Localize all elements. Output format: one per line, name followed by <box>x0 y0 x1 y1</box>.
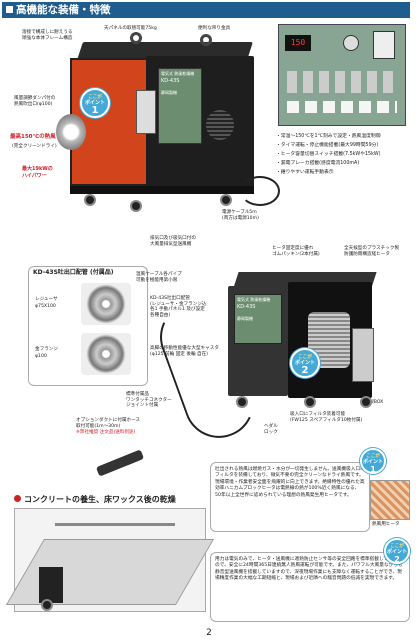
eyebolt-icon <box>130 32 142 44</box>
label-temp: 最高150℃の熱風 <box>10 134 56 140</box>
breaker-switch <box>373 31 395 59</box>
label-lock: ヘダル ロック <box>264 424 278 435</box>
label-hose: 温風ケーブル各パイプ 可動を極能用第小限 <box>136 272 182 283</box>
machine-label-plate-2: 電気式 熱風乾燥機 KD-43S 静岡製機 <box>234 294 282 344</box>
label-motor: ヒータ固定度に優れ ゴムパッキン(2本付属) <box>272 246 320 257</box>
circle-bullet-icon <box>14 495 21 502</box>
caster-wheel-icon <box>84 194 96 206</box>
label-frame: 溶接で構成しに耐えうる 頑強な本体フレーム構造 <box>22 30 73 41</box>
indicator-row <box>287 101 397 113</box>
label-power-sub: ハイパワー <box>22 173 47 179</box>
machine-label-plate: 電気式 熱風乾燥機 KD-43S 静岡製機 <box>158 68 202 144</box>
reducer-label: レジューサ <box>35 297 58 302</box>
caster-wheel-icon <box>220 194 232 206</box>
sus-box <box>352 328 374 382</box>
usage-illustration <box>5 508 215 612</box>
outlet-accessory-box: KD-43S吐出口配管 (付属品) レジューサ φ75X100 金フランジ φ1… <box>28 266 148 386</box>
point-badge-1: ここが ポイント 1 <box>80 88 110 118</box>
top-machine-illustration: 電気式 熱風乾燥機 KD-43S 静岡製機 <box>56 32 280 217</box>
flange-size: φ100 <box>35 354 47 359</box>
section-title: 高機能な装備・特徴 <box>16 4 111 16</box>
point2-description: 用力は電気のみで、ヒータ・送風機に適熱防止センサ等の安全回路を標準搭載しています… <box>210 552 410 622</box>
switch-row <box>287 71 397 93</box>
power-cord <box>240 176 280 206</box>
caster-wheel-icon <box>236 396 248 408</box>
feature-list: ・常温〜150℃を1℃刻みで設定・熱風温度制御 ・タイマ運転・停止機能搭載(最大… <box>276 132 412 177</box>
label-option: オプションダクトに付属ホース 取付可能(1m〜30m) <box>76 418 141 429</box>
heater-caption: 熱風用ヒータ <box>372 522 400 527</box>
point-badge-1b: ここが ポイント 1 <box>360 448 386 474</box>
reducer-photo <box>81 283 131 325</box>
label-temp-sub: (完全クリーンドライ) <box>12 144 57 149</box>
feature-item: ・タイマ運転・停止機能搭載(最大99時間59分) <box>276 143 379 148</box>
caster-wheel-icon <box>360 396 372 408</box>
label-caster: 高脚の移動性能優な大型キャスタ (φ125 前輪 固定 後輪 自在) <box>150 346 219 357</box>
label-fan: 排気口及び吸気口付の 大風量排気型送風機 <box>150 236 196 247</box>
flange-label: 金フランジ <box>35 347 58 352</box>
heater-photo <box>370 480 410 520</box>
label-plastic: 全天候型のプラスチック製 防護防雨構造経ヒータ <box>344 246 400 257</box>
label-cord-sub: (両方は電源10m) <box>222 216 259 221</box>
option-duct-photo <box>95 449 145 477</box>
page-number: 2 <box>206 628 212 638</box>
label-cord: 電源ケーブル5m <box>222 210 257 215</box>
reducer-size: φ75X100 <box>35 304 56 309</box>
feature-item: ・ヒータ容量切替スイッチ搭載(7.5kWや15kW) <box>276 152 381 157</box>
caster-wheel-icon <box>304 396 316 408</box>
label-option-sub: ※弊社推奨 注文品(送料別途) <box>76 430 136 435</box>
point-badge-2b: ここが ポイント 2 <box>384 538 410 564</box>
middle-machine-illustration: 電気式 熱風乾燥機 KD-43S 静岡製機 <box>224 272 377 412</box>
usage-section-title: コンクリートの養生、床ワックス後の乾燥 <box>14 494 204 505</box>
eyebolt-icon <box>200 34 212 46</box>
label-outlet: KD-43S吐出口配管 (レジューサ・金フランジ込 各1 手動パネル1 及び設定… <box>150 296 207 318</box>
temperature-display: 150 <box>285 35 311 51</box>
section-header: 高機能な装備・特徴 <box>2 2 410 18</box>
vent-grille <box>206 110 234 140</box>
label-exhaust: 風量調節ダンパ付の 熱風吹出口(φ100) <box>14 96 56 107</box>
label-handle: 便利な吊り金具 <box>198 26 231 31</box>
feature-item: ・錐りやすい運転手動表示 <box>276 170 334 175</box>
label-tube: 標準付属品 ワンタッチコネクター ジョイント付属 <box>126 392 172 409</box>
feature-item: ・常温〜150℃を1℃刻みで設定・熱風温度制御 <box>276 134 381 139</box>
control-panel-photo: 150 <box>278 24 406 126</box>
point-badge-2: ここが ポイント 2 <box>290 348 320 378</box>
flange-photo <box>81 333 131 375</box>
exhaust-nozzle <box>56 114 86 150</box>
label-power: 最大19kWの <box>22 166 53 172</box>
feature-item: ・漏電ブレーカ搭載(感度電流100mA) <box>276 161 360 166</box>
point1-description: 吐出される熱風は燃焼ガス・水分が一切発生しません。送風機吸入口にフィルタを装備し… <box>210 462 370 532</box>
label-filter: 吸入口にフィルタ装着可能 (FW125 スペアフィルタ10枚付属) <box>290 412 363 423</box>
square-bullet-icon <box>6 6 13 13</box>
caster-wheel-icon <box>130 200 142 212</box>
control-dial-icon <box>343 35 359 51</box>
accessory-title: KD-43S吐出口配管 (付属品) <box>33 269 114 276</box>
label-eyebolt: 天パネルの取替可能75kg <box>104 26 157 31</box>
control-box <box>136 90 156 134</box>
